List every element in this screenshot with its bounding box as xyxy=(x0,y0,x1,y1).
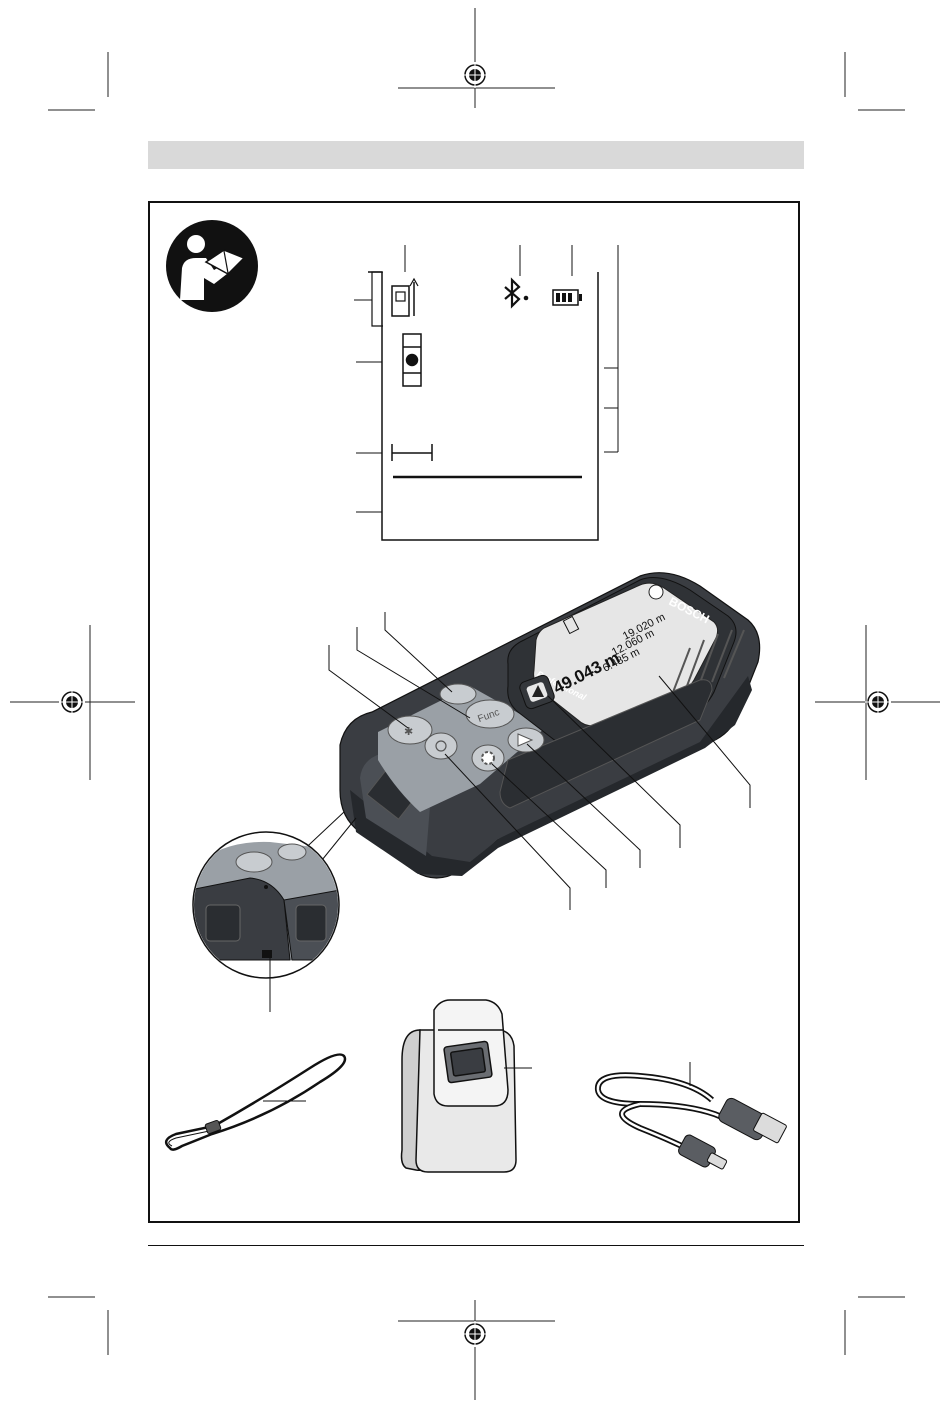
carrying-pouch xyxy=(402,1000,533,1172)
read-manual-icon xyxy=(166,220,258,312)
registration-mark-icon xyxy=(59,689,85,715)
registration-mark-icon xyxy=(865,689,891,715)
settings-button[interactable] xyxy=(472,745,504,771)
laser-measure-device: BOSCH Professional 19.020 m 12.060 m 6.4… xyxy=(340,573,760,878)
play-button[interactable] xyxy=(508,728,544,752)
wrist-strap xyxy=(166,1055,345,1150)
gear-icon xyxy=(482,752,494,764)
bluetooth-icon: ✱ xyxy=(404,726,413,738)
power-button[interactable] xyxy=(425,733,457,759)
registration-mark-icon xyxy=(462,62,488,88)
func-button[interactable]: Func xyxy=(466,700,514,728)
memory-button[interactable] xyxy=(440,684,476,704)
bluetooth-button[interactable]: ✱ xyxy=(388,716,432,744)
bluetooth-icon xyxy=(505,280,528,306)
usb-cable xyxy=(598,1062,787,1170)
registration-mark-icon xyxy=(462,1321,488,1347)
battery-icon xyxy=(553,290,582,305)
zoom-detail xyxy=(190,812,356,1012)
